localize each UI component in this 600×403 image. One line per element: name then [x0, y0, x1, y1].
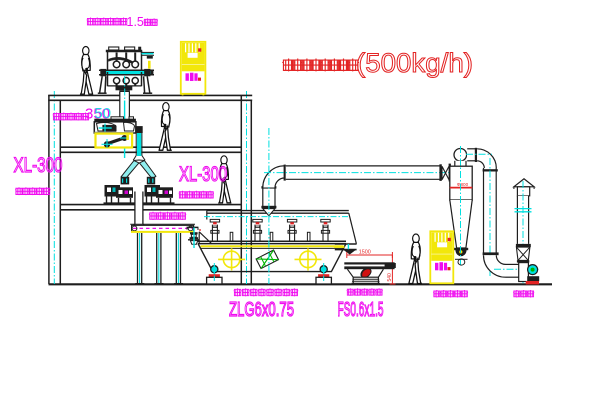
- svg-text:FS0.6x1.5: FS0.6x1.5: [338, 299, 384, 321]
- svg-text:Φ800: Φ800: [457, 182, 469, 187]
- svg-text:350: 350: [85, 106, 110, 123]
- svg-text:50: 50: [94, 105, 111, 122]
- svg-text:(500kg/h): (500kg/h): [356, 48, 473, 78]
- svg-text:1500: 1500: [359, 250, 371, 256]
- svg-text:XL-300: XL-300: [14, 154, 63, 177]
- svg-text:1.5: 1.5: [127, 15, 144, 29]
- svg-text:ZLG6x0.75: ZLG6x0.75: [229, 299, 294, 321]
- svg-text:XL-300: XL-300: [179, 163, 227, 186]
- svg-text:540: 540: [387, 273, 393, 282]
